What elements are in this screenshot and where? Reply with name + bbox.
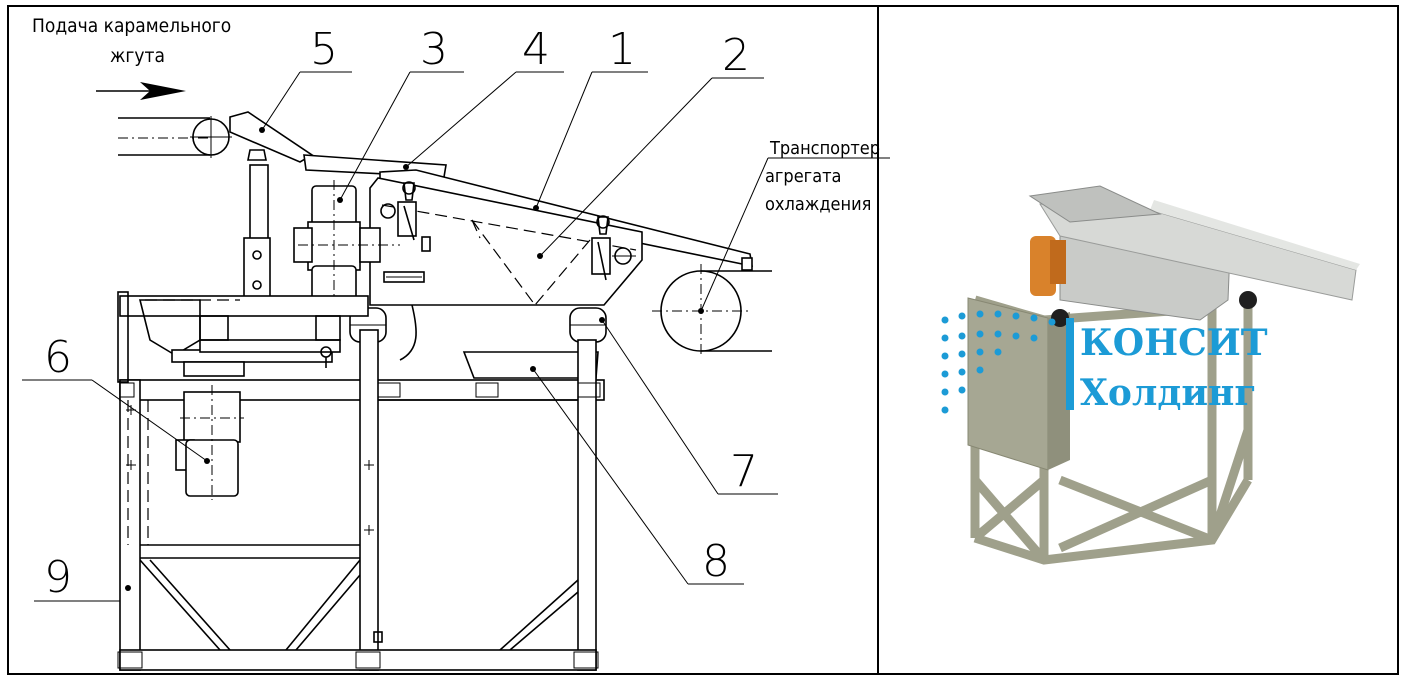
photo-chute xyxy=(1028,185,1162,223)
callout-3: 3 xyxy=(420,24,448,75)
cable xyxy=(399,304,417,361)
feed-arrow xyxy=(96,82,186,100)
logo-line1: КОНСИТ xyxy=(1080,322,1268,364)
photo-cabinet-side xyxy=(1048,312,1070,470)
callout-1-point xyxy=(533,205,539,211)
callout-5: 5 xyxy=(310,24,338,75)
photo-damper-2 xyxy=(1239,291,1257,309)
logo-dots xyxy=(941,310,1056,414)
gear-motor-part-6 xyxy=(175,385,244,500)
motor-part-3 xyxy=(293,180,400,320)
upper-frame xyxy=(119,295,369,377)
chute-part-5 xyxy=(229,111,314,163)
damper-part-7 xyxy=(569,307,607,343)
sheet-border xyxy=(7,5,1399,675)
callout-2: 2 xyxy=(722,30,750,81)
callout-9: 9 xyxy=(44,552,72,603)
callout-4: 4 xyxy=(522,24,550,75)
housing-part-2 xyxy=(369,177,643,306)
photo-tray-lip xyxy=(1150,200,1360,270)
photo-motor xyxy=(1030,236,1056,296)
photo-motor-cap xyxy=(1050,240,1066,284)
conveyor-label-line3: охлаждения xyxy=(765,194,871,215)
callout-1: 1 xyxy=(608,24,636,75)
conveyor-label-line2: агрегата xyxy=(765,166,841,187)
callout-7: 7 xyxy=(730,446,758,497)
machine-photo: КОНСИТ Холдинг xyxy=(941,185,1360,565)
machine-drawing: Подача карамельного жгута xyxy=(22,15,890,671)
support-post xyxy=(243,149,271,299)
feed-roller xyxy=(118,116,232,158)
callout-8: 8 xyxy=(702,536,730,587)
callout-leaders xyxy=(22,71,890,602)
callout-2-point xyxy=(537,253,543,259)
callout-4-point xyxy=(403,164,409,170)
photo-cabinet xyxy=(967,297,1049,471)
feed-label-line2: жгута xyxy=(110,45,165,67)
callout-6: 6 xyxy=(44,332,72,383)
logo-line2: Холдинг xyxy=(1080,372,1256,414)
cooling-conveyor-roller xyxy=(652,264,772,358)
clamp-right xyxy=(591,215,636,281)
conveyor-label-line1: Транспортер xyxy=(769,138,880,159)
photo-damper-1 xyxy=(1051,309,1069,327)
callout-9-point xyxy=(125,585,131,591)
konsit-logo: КОНСИТ Холдинг xyxy=(941,310,1268,414)
clamp-left xyxy=(380,181,417,241)
feed-label-line1: Подача карамельного xyxy=(32,15,231,37)
main-frame xyxy=(117,291,605,671)
